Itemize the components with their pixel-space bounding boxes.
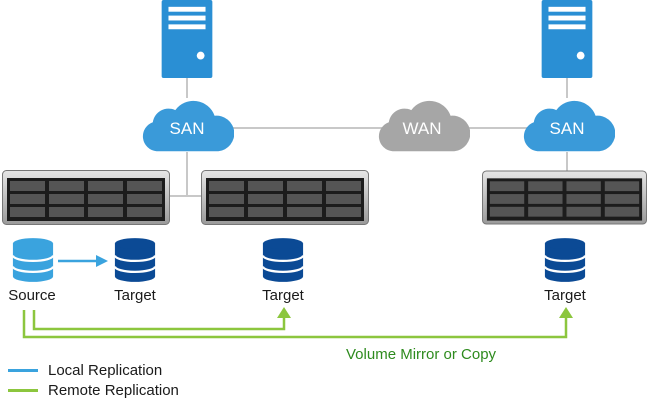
middle-target-label: Target (262, 287, 304, 304)
local-target-database-icon (114, 236, 156, 284)
arrow-icon (96, 255, 108, 267)
remote-target-database-icon (544, 236, 586, 284)
legend-remote-label: Remote Replication (48, 381, 179, 399)
local-replication-arrow (58, 255, 108, 267)
storage-array-icon-remote (482, 170, 647, 225)
legend-local-label: Local Replication (48, 361, 163, 379)
local-target-label: Target (114, 287, 156, 304)
arrow-icon (277, 307, 291, 318)
wan-label: WAN (402, 119, 442, 138)
san-label-right: SAN (549, 119, 585, 138)
middle-target-database-icon (262, 236, 304, 284)
legend-remote: Remote Replication (8, 380, 179, 400)
server-tower-icon (541, 0, 593, 78)
arrow-icon (559, 307, 573, 318)
legend-local-swatch (8, 368, 38, 372)
legend-remote-swatch (8, 388, 38, 392)
remote-path-to-middle (32, 310, 286, 331)
server-tower-icon (161, 0, 213, 78)
legend-local: Local Replication (8, 360, 162, 380)
storage-array-icon-source (2, 170, 170, 225)
storage-array-icon-middle (201, 170, 369, 225)
remote-path-to-remote (22, 310, 568, 339)
remote-replication-paths (22, 310, 568, 339)
volume-mirror-label: Volume Mirror or Copy (346, 346, 497, 363)
source-database-icon (12, 236, 54, 284)
source-label: Source (8, 287, 56, 304)
remote-target-label: Target (544, 287, 586, 304)
san-label-left: SAN (169, 119, 205, 138)
